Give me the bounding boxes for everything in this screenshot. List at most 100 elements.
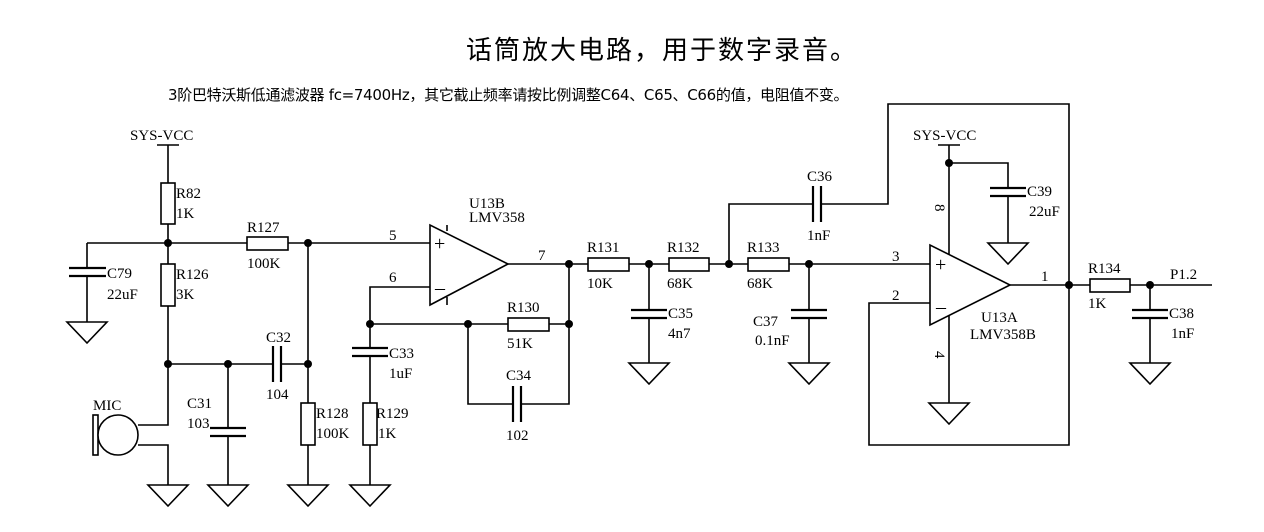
c33-ref: C33: [389, 346, 414, 362]
resistor-r127[interactable]: R127 100K: [246, 220, 289, 272]
r129-ref: R129: [376, 406, 409, 422]
r82-value: 1K: [176, 206, 195, 222]
u13b-part: LMV358: [469, 210, 525, 226]
ground-icon: [787, 362, 831, 386]
capacitor-c39[interactable]: C39 22uF: [990, 184, 1060, 220]
ground-icon: [348, 484, 392, 508]
c33-value: 1uF: [389, 366, 412, 382]
c34-value: 102: [506, 428, 529, 444]
ground-icon: [1128, 362, 1172, 386]
u13a-pin-plus: 3: [892, 249, 900, 265]
vcc-label-left: SYS-VCC: [130, 128, 193, 144]
c35-ref: C35: [668, 306, 693, 322]
ground-symbols: [65, 242, 1172, 508]
resistor-r126[interactable]: R126 3K: [160, 263, 209, 307]
r130-value: 51K: [507, 336, 533, 352]
u13b-pin-plus: 5: [389, 228, 397, 244]
ground-icon: [146, 484, 190, 508]
capacitor-c32[interactable]: C32 104: [266, 330, 291, 403]
c79-ref: C79: [107, 266, 132, 282]
r127-ref: R127: [247, 220, 280, 236]
resistor-r82[interactable]: R82 1K: [160, 182, 201, 225]
output-net-label: P1.2: [1170, 267, 1197, 283]
capacitor-c35[interactable]: C35 4n7: [631, 306, 693, 342]
minus-sign: –: [935, 296, 947, 318]
ground-icon: [927, 402, 971, 426]
c32-ref: C32: [266, 330, 291, 346]
opamp-u13a[interactable]: + – 3 2 1 8 4 U13A LMV358B: [892, 204, 1049, 359]
c37-value: 0.1nF: [755, 333, 790, 349]
capacitor-c34[interactable]: C34 102: [506, 368, 532, 444]
wires: [86, 103, 1212, 485]
resistor-r128[interactable]: R128 100K: [300, 402, 350, 446]
r134-ref: R134: [1088, 261, 1121, 277]
u13a-pin-minus: 2: [892, 288, 900, 304]
r133-value: 68K: [747, 276, 773, 292]
ground-icon: [206, 484, 250, 508]
r126-ref: R126: [176, 267, 209, 283]
capacitors: C79 22uF C31 103 C32 104 C33 1uF C34 102: [69, 169, 1194, 444]
c38-ref: C38: [1169, 306, 1194, 322]
c38-value: 1nF: [1171, 326, 1194, 342]
r127-value: 100K: [247, 256, 281, 272]
u13a-pin-vcc: 8: [931, 204, 947, 212]
ground-icon: [627, 362, 671, 386]
filter-note: 3阶巴特沃斯低通滤波器 fc=7400Hz，其它截止频率请按比例调整C64、C6…: [168, 86, 849, 104]
resistor-r130[interactable]: R130 51K: [507, 300, 550, 352]
c36-value: 1nF: [807, 228, 830, 244]
u13b-pin-out: 7: [538, 248, 546, 264]
r131-ref: R131: [587, 240, 620, 256]
r129-value: 1K: [378, 426, 397, 442]
capacitor-c31[interactable]: C31 103: [187, 396, 246, 438]
resistors: R82 1K R126 3K R127 100K R128 100K R129 …: [160, 182, 1131, 446]
opamp-u13b[interactable]: + – 5 6 7 U13B LMV358: [389, 196, 546, 307]
resistor-r132[interactable]: R132 68K: [667, 240, 710, 292]
r128-value: 100K: [316, 426, 350, 442]
u13b-pin-minus: 6: [389, 270, 397, 286]
u13a-pin-gnd: 4: [931, 351, 947, 359]
c79-value: 22uF: [107, 287, 138, 303]
u13a-part: LMV358B: [970, 327, 1036, 343]
capacitor-c79[interactable]: C79 22uF: [69, 266, 138, 303]
c31-ref: C31: [187, 396, 212, 412]
minus-sign: –: [434, 277, 446, 299]
c32-value: 104: [266, 387, 289, 403]
plus-sign: +: [434, 233, 445, 255]
r132-ref: R132: [667, 240, 700, 256]
r134-value: 1K: [1088, 296, 1107, 312]
capacitor-c38[interactable]: C38 1nF: [1132, 306, 1194, 342]
r132-value: 68K: [667, 276, 693, 292]
r133-ref: R133: [747, 240, 780, 256]
resistor-r133[interactable]: R133 68K: [747, 240, 790, 292]
c39-value: 22uF: [1029, 204, 1060, 220]
capacitor-c36[interactable]: C36 1nF: [807, 169, 833, 244]
plus-sign: +: [935, 254, 946, 276]
r131-value: 10K: [587, 276, 613, 292]
ground-icon: [986, 242, 1030, 266]
u13a-pin-out: 1: [1041, 269, 1049, 285]
resistor-r129[interactable]: R129 1K: [362, 402, 409, 446]
capacitor-c33[interactable]: C33 1uF: [352, 346, 414, 382]
c34-ref: C34: [506, 368, 532, 384]
junctions: [164, 159, 1154, 368]
c35-value: 4n7: [668, 326, 691, 342]
u13a-ref: U13A: [981, 310, 1018, 326]
ground-icon: [65, 321, 109, 345]
r130-ref: R130: [507, 300, 540, 316]
c31-value: 103: [187, 416, 210, 432]
r126-value: 3K: [176, 287, 195, 303]
r82-ref: R82: [176, 186, 201, 202]
u13b-ref: U13B: [469, 196, 505, 212]
schematic-title: 话筒放大电路，用于数字录音。: [465, 36, 858, 66]
r128-ref: R128: [316, 406, 349, 422]
c36-ref: C36: [807, 169, 833, 185]
resistor-r131[interactable]: R131 10K: [587, 240, 630, 292]
microphone[interactable]: MIC: [92, 398, 139, 456]
mic-label: MIC: [93, 398, 121, 414]
resistor-r134[interactable]: R134 1K: [1088, 261, 1131, 312]
capacitor-c37[interactable]: C37 0.1nF: [753, 308, 827, 349]
ground-icon: [286, 484, 330, 508]
c39-ref: C39: [1027, 184, 1052, 200]
vcc-label-right: SYS-VCC: [913, 128, 976, 144]
